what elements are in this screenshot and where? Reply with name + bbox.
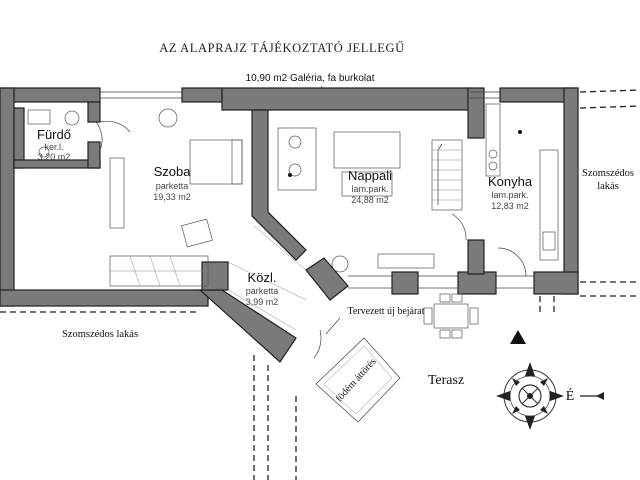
nappali-counter	[277, 127, 317, 191]
slab-opening: födém áttörés	[315, 337, 401, 423]
kitchen-counter-right	[539, 149, 559, 261]
wall-bottom-right	[533, 271, 579, 295]
room-nappali-area: 24,88 m2	[351, 195, 389, 205]
room-kozl-floor: parketta	[246, 286, 279, 296]
room-kozl: Közl. parketta 3,99 m2	[246, 270, 279, 307]
room-furdo-name: Fürdő	[37, 127, 71, 142]
gallery-note: 10,90 m2 Galéria, fa burkolat	[246, 73, 375, 84]
sofa	[333, 131, 401, 169]
door-arc-entrance	[313, 329, 322, 359]
room-furdo-area: 3,20 m2	[38, 152, 71, 162]
wall-szoba-nappali	[251, 109, 307, 261]
neighbor-right-label-1: Szomszédos	[582, 168, 634, 179]
wall-top-nappali	[221, 87, 471, 111]
bath-sink	[27, 109, 51, 125]
wall-bottom-left	[0, 289, 209, 307]
door-arc-bath-2	[95, 121, 103, 151]
furniture	[27, 103, 559, 359]
wall-right	[563, 87, 579, 295]
windows	[100, 91, 534, 289]
door-arc-bath	[99, 120, 131, 133]
wall-pillar-mid	[391, 271, 419, 295]
wall-pillar-kitchen	[457, 271, 497, 295]
bed-headboard	[231, 139, 243, 185]
room-nappali-name: Nappali	[348, 168, 392, 183]
neighbor-right-label-2: lakás	[597, 181, 619, 192]
door-arc-kitchen	[451, 213, 467, 241]
room-konyha: Konyha lam.park. 12,83 m2	[488, 174, 533, 211]
marker-dot-1	[288, 173, 292, 177]
tv-shelf	[377, 253, 435, 269]
dashed-boundaries	[0, 89, 640, 480]
room-nappali-floor: lam.park.	[351, 184, 388, 194]
terrace-label: Terasz	[428, 373, 464, 388]
room-szoba: Szoba parketta 19,33 m2	[153, 164, 191, 202]
wall-bath-right-top	[87, 101, 101, 123]
room-konyha-area: 12,83 m2	[491, 201, 529, 211]
room-kozl-name: Közl.	[248, 270, 277, 285]
plan-title: AZ ALAPRAJZ TÁJÉKOZTATÓ JELLEGŰ	[159, 41, 404, 55]
kitchen-counter-left	[485, 103, 501, 177]
room-kozl-area: 3,99 m2	[246, 297, 279, 307]
wall-nappali-konyha-top	[467, 87, 485, 139]
room-szoba-name: Szoba	[154, 164, 192, 179]
north-arrow-icon	[596, 392, 604, 400]
neighbor-left-label: Szomszédos lakás	[62, 329, 138, 340]
bed	[189, 139, 243, 185]
wall-pillar-left	[201, 261, 229, 291]
terrace-table	[433, 303, 469, 329]
walls	[0, 87, 579, 363]
room-furdo-floor: ker.l.	[44, 142, 63, 152]
entrance-leader	[325, 317, 341, 335]
room-furdo: Fürdő ker.l. 3,20 m2	[37, 127, 71, 162]
desk	[109, 157, 125, 229]
room-konyha-name: Konyha	[488, 174, 533, 189]
room-nappali: Nappali lam.park. 24,88 m2	[348, 168, 392, 205]
room-konyha-floor: lam.park.	[491, 190, 528, 200]
compass-rose-icon	[496, 362, 564, 430]
wall-bath-right-bottom	[87, 141, 101, 169]
wall-bath-left	[13, 107, 25, 169]
slab-opening-label: födém áttörés	[334, 356, 379, 404]
room-szoba-area: 19,33 m2	[153, 192, 191, 202]
door-arc-terrace	[497, 247, 527, 277]
wall-top-szoba	[181, 87, 223, 103]
wall-nappali-konyha-bottom	[467, 239, 485, 275]
wall-left	[0, 87, 15, 307]
wall-pillar-right	[305, 257, 349, 301]
north-mark: É	[566, 387, 575, 404]
entrance-label: Tervezett új bejárat	[347, 306, 424, 317]
bath-toilet	[64, 110, 80, 126]
bath-drain	[38, 146, 50, 158]
stairs	[431, 139, 463, 211]
entrance-arrow-icon	[510, 330, 526, 344]
plant-szoba	[158, 108, 178, 128]
coffee-table	[341, 171, 393, 197]
plant-nappali	[331, 255, 349, 273]
room-szoba-floor: parketta	[156, 181, 189, 191]
marker-dot-2	[518, 130, 522, 134]
wall-top-left	[0, 87, 101, 103]
armchair	[181, 218, 213, 248]
